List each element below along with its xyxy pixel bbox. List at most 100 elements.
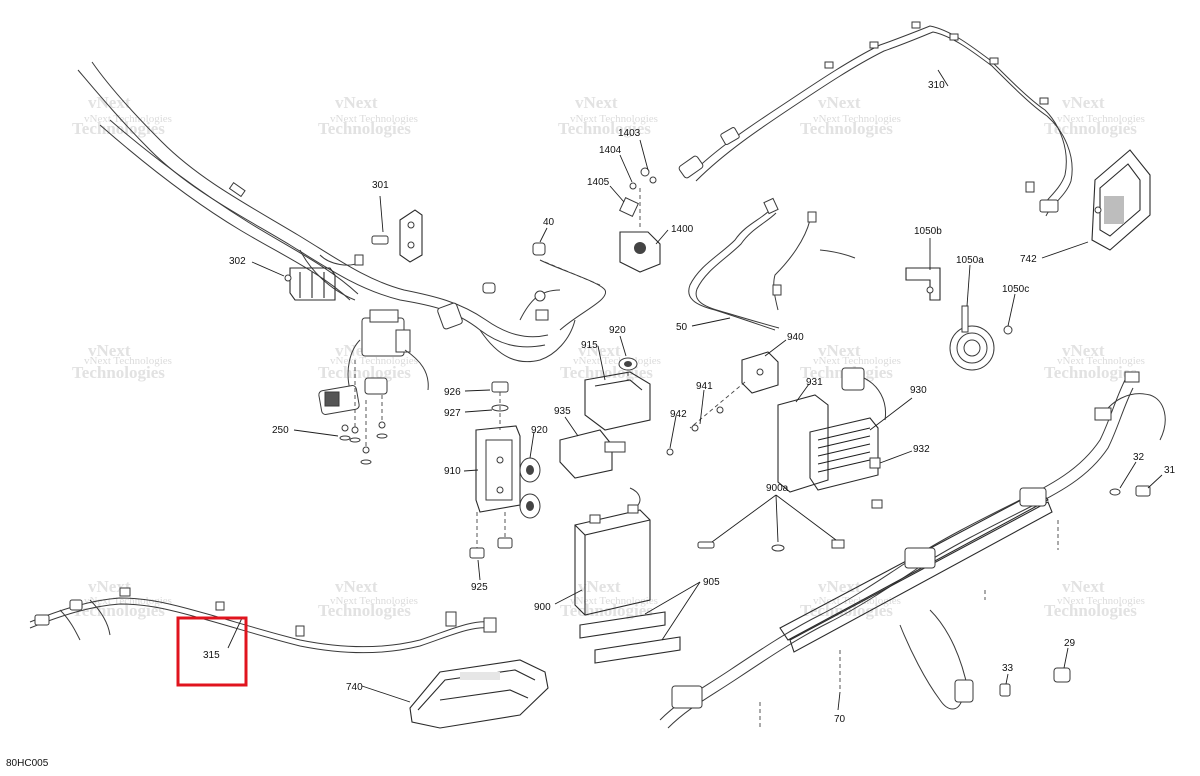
watermark-7: vNext vNext Technologies Technologies (318, 341, 418, 382)
callout-740: 740 (346, 682, 363, 693)
callout-32: 32 (1133, 452, 1145, 463)
svg-text:vNext Technologies: vNext Technologies (813, 113, 901, 125)
svg-text:vNext: vNext (818, 93, 861, 112)
callout-942: 942 (670, 409, 687, 420)
part-900-battery (574, 487, 651, 616)
callout-900: 900 (534, 602, 551, 613)
callout-940: 940 (787, 332, 804, 343)
part-31-32-fasteners (1109, 485, 1151, 497)
svg-text:Technologies: Technologies (72, 363, 165, 382)
part-70-rear-harness (659, 371, 1166, 730)
leader-lines (227, 69, 1163, 711)
callout-926: 926 (444, 387, 461, 398)
watermark-15: vNext vNext Technologies Technologies (1044, 577, 1145, 620)
callout-742: 742 (1020, 254, 1037, 265)
svg-text:vNext: vNext (818, 341, 861, 360)
callout-920-bottom: 920 (531, 425, 548, 436)
svg-text:Technologies: Technologies (318, 601, 411, 620)
watermark-3: vNext vNext Technologies Technologies (558, 93, 658, 138)
svg-text:vNext: vNext (578, 577, 621, 596)
callout-905: 905 (703, 577, 720, 588)
part-1400-ignition-switch (619, 167, 661, 273)
main-wiring-harness (77, 61, 576, 415)
part-29-33-fasteners (999, 667, 1071, 697)
callout-315: 315 (203, 650, 220, 661)
callout-910: 910 (444, 466, 461, 477)
svg-text:vNext Technologies: vNext Technologies (1057, 355, 1145, 367)
svg-text:vNext Technologies: vNext Technologies (1057, 595, 1145, 607)
part-941-942-fasteners (666, 406, 724, 456)
part-301-bracket (371, 209, 423, 263)
part-315-left-harness (29, 587, 497, 654)
watermark-13: vNext vNext Technologies Technologies (560, 577, 658, 620)
svg-text:vNext: vNext (578, 341, 621, 360)
svg-text:vNext Technologies: vNext Technologies (573, 355, 661, 367)
callout-40: 40 (543, 217, 555, 228)
part-1050-horn (905, 267, 1013, 371)
watermark-2: vNext vNext Technologies Technologies (318, 93, 418, 138)
reference-code: 80HC005 (6, 758, 49, 769)
callout-1400: 1400 (671, 224, 694, 235)
svg-text:vNext: vNext (1062, 577, 1105, 596)
callout-310: 310 (928, 80, 945, 91)
svg-text:vNext Technologies: vNext Technologies (570, 595, 658, 607)
svg-text:Technologies: Technologies (318, 363, 411, 382)
svg-text:Technologies: Technologies (1044, 119, 1137, 138)
svg-text:Technologies: Technologies (318, 119, 411, 138)
svg-text:vNext Technologies: vNext Technologies (330, 595, 418, 607)
callout-250: 250 (272, 425, 289, 436)
watermark-14: vNext vNext Technologies Technologies (800, 577, 901, 620)
watermarks: vNext vNext Technologies Technologies vN… (72, 93, 1145, 620)
callout-935: 935 (554, 406, 571, 417)
svg-text:vNext Technologies: vNext Technologies (813, 595, 901, 607)
callout-927: 927 (444, 408, 461, 419)
watermark-4: vNext vNext Technologies Technologies (800, 93, 901, 138)
callout-50: 50 (676, 322, 688, 333)
part-250-screws (339, 360, 388, 465)
callout-70: 70 (834, 714, 846, 725)
callout-1404: 1404 (599, 145, 622, 156)
part-935-fuse-cover (559, 429, 626, 479)
svg-text:vNext Technologies: vNext Technologies (84, 355, 172, 367)
svg-text:vNext: vNext (335, 93, 378, 112)
callout-1405: 1405 (587, 177, 610, 188)
svg-text:vNext Technologies: vNext Technologies (330, 355, 418, 367)
callout-925: 925 (471, 582, 488, 593)
callout-932: 932 (913, 444, 930, 455)
svg-text:vNext: vNext (88, 341, 131, 360)
svg-text:vNext Technologies: vNext Technologies (84, 113, 172, 125)
svg-text:vNext Technologies: vNext Technologies (570, 113, 658, 125)
part-915-battery-holder (584, 357, 651, 431)
callout-941: 941 (696, 381, 713, 392)
svg-text:Technologies: Technologies (72, 119, 165, 138)
svg-text:vNext Technologies: vNext Technologies (813, 355, 901, 367)
callout-301: 301 (372, 180, 389, 191)
svg-text:vNext: vNext (1062, 341, 1105, 360)
highlight-box-315[interactable] (176, 616, 248, 687)
svg-text:vNext Technologies: vNext Technologies (1057, 113, 1145, 125)
part-900a-hardware (697, 539, 845, 552)
svg-text:Technologies: Technologies (558, 119, 651, 138)
callout-1050c: 1050c (1002, 284, 1029, 295)
callout-900a: 900a (766, 483, 789, 494)
watermark-10: vNext vNext Technologies Technologies (1044, 341, 1145, 382)
svg-text:vNext: vNext (1062, 93, 1105, 112)
callout-31: 31 (1164, 465, 1176, 476)
callout-29: 29 (1064, 638, 1076, 649)
part-940-relay (689, 351, 779, 429)
callout-302: 302 (229, 256, 246, 267)
svg-text:Technologies: Technologies (800, 119, 893, 138)
part-50-battery-cable (688, 197, 856, 331)
svg-text:vNext: vNext (818, 577, 861, 596)
part-740-tail-light (409, 659, 549, 729)
callout-915: 915 (581, 340, 598, 351)
callout-labels: 301 302 250 40 1403 1404 1405 1400 310 7… (203, 80, 1176, 725)
callout-1403: 1403 (618, 128, 641, 139)
callout-930: 930 (910, 385, 927, 396)
callout-1050b: 1050b (914, 226, 942, 237)
svg-text:vNext Technologies: vNext Technologies (330, 113, 418, 125)
svg-text:vNext: vNext (335, 577, 378, 596)
svg-text:Technologies: Technologies (1044, 363, 1137, 382)
